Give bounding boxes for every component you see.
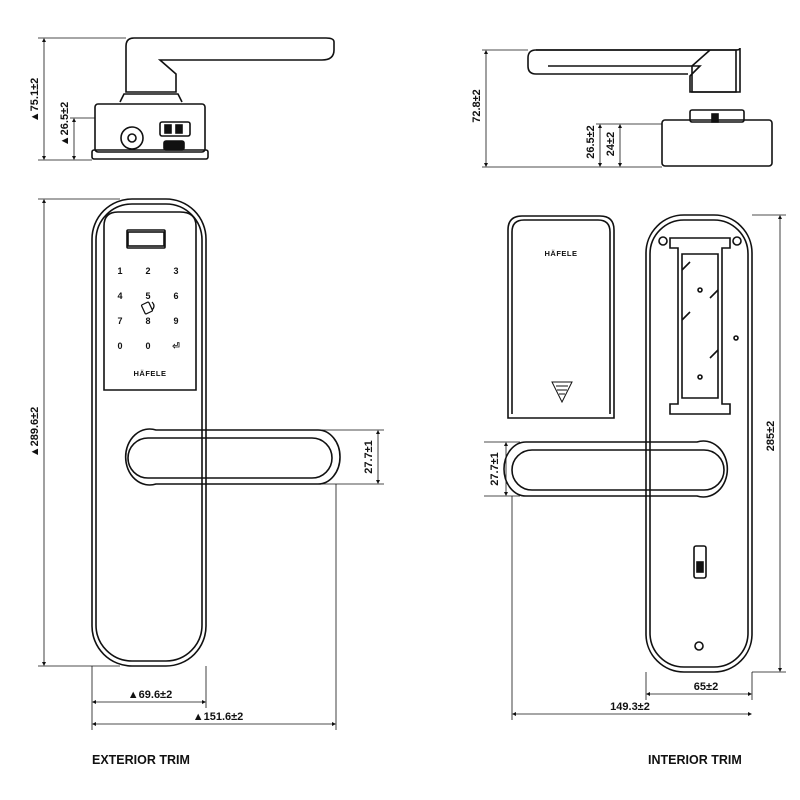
interior-top-lever [527,47,741,93]
usb-port [159,121,191,137]
dim-exterior-top-height: ▲75.1±2 [29,78,41,122]
exterior-keypad: 1 2 3 4 5 6 7 8 9 0 0 ⏎ [117,266,180,351]
warning-triangle-icon [551,381,573,404]
dim-interior-body-width: 65±2 [694,681,718,693]
dim-interior-top-height: 72.8±2 [471,89,483,123]
exterior-top-lever [125,37,335,93]
interior-brand-logo: HÄFELE [545,249,578,258]
key-6: 6 [173,291,178,301]
interior-caption: INTERIOR TRIM [648,753,742,767]
exterior-top-housing [94,103,206,153]
key-7: 7 [117,316,122,326]
exterior-body-outline [91,198,207,667]
key-cylinder-circle [120,126,144,150]
dim-exterior-handle-thickness: 27.7±1 [363,440,375,474]
keypad-panel [103,211,197,391]
exterior-brand-logo: HÄFELE [134,369,167,378]
interior-top-dimensions [482,49,662,168]
exterior-top-dimensions [38,37,126,161]
dim-interior-body-height: 285±2 [765,421,777,452]
dim-exterior-body-width: ▲69.6±2 [128,689,172,701]
interior-body-outline [645,214,753,673]
dim-interior-base-height-b: 24±2 [605,132,617,156]
exterior-caption: EXTERIOR TRIM [92,753,190,767]
key-enter: ⏎ [171,341,180,351]
key-1: 1 [117,266,122,276]
exterior-top-neck [119,93,183,103]
dim-interior-total-width: 149.3±2 [610,701,650,713]
key-0: 0 [145,341,150,351]
battery-cover [507,215,615,419]
key-9: 9 [173,316,178,326]
key-5: 5 [145,291,150,301]
key-8: 8 [145,316,150,326]
keypad-display [126,229,166,249]
handle-outline [124,428,341,486]
key-3: 3 [173,266,178,276]
rfid-card-icon [140,301,155,315]
exterior-front-view [91,198,341,667]
dim-exterior-total-height: ▲289.6±2 [29,407,41,458]
handle-bar [127,437,333,479]
interior-front-view [503,214,753,673]
interior-top-housing [661,119,773,167]
key-star: 0 [117,341,122,351]
interior-top-view [527,47,773,167]
exterior-top-view [91,37,335,160]
thumb-turn-slot [693,545,707,579]
interior-handle-bar [511,449,725,491]
key-2: 2 [145,266,150,276]
key-4: 4 [117,291,122,301]
dim-exterior-total-width: ▲151.6±2 [193,711,244,723]
dim-interior-handle-thickness: 27.7±1 [489,452,501,486]
battery-compartment [669,237,731,415]
interior-front-dimensions [484,214,786,720]
exterior-front-dimensions [38,198,384,730]
dim-exterior-top-base-height: ▲26.5±2 [59,102,71,146]
dim-interior-base-height-a: 26.5±2 [585,125,597,159]
